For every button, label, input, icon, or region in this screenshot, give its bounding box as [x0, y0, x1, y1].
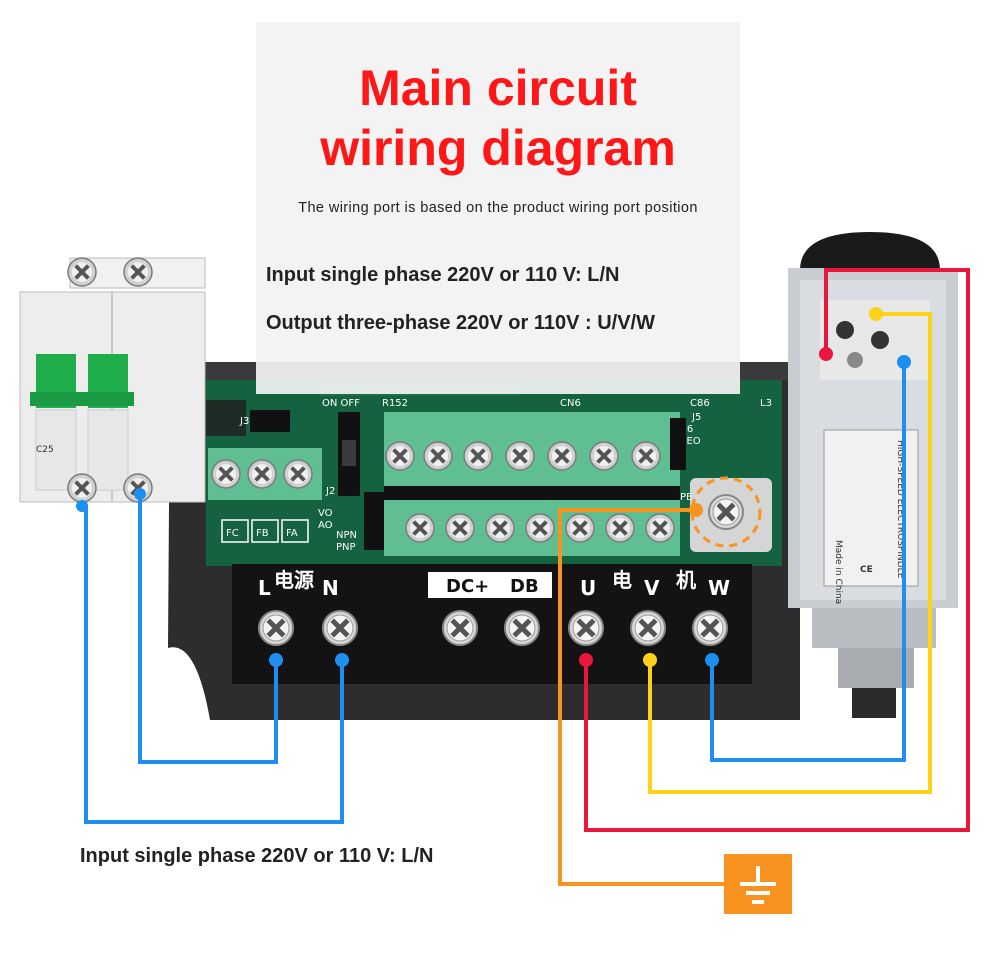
wire-input-n: [84, 506, 344, 824]
ground-icon: [724, 854, 792, 914]
terminal-u-label: U: [580, 576, 596, 600]
terminal-dcplus-label: DC+: [446, 576, 489, 597]
page-title-line-1: Main circuit: [359, 60, 637, 116]
page-title-line-2: wiring diagram: [320, 120, 676, 176]
wires: [84, 268, 970, 886]
pcb-label-pnp: PNP: [336, 542, 356, 553]
pcb-label-j2: J2: [325, 486, 335, 497]
pcb-label-fa: FA: [286, 528, 298, 539]
pe-label: PE: [680, 492, 692, 503]
terminal-w-label: W: [708, 576, 730, 600]
terminal-n-label: N: [322, 576, 339, 600]
pcb-label-j5: J5: [691, 412, 701, 423]
pe-terminal: PE: [680, 476, 772, 552]
circuit-breaker: C25: [19, 257, 206, 503]
pcb-label-l3: L3: [760, 398, 772, 409]
wire-u: [584, 268, 970, 832]
wire-pe: [558, 508, 724, 886]
pcb-label-vo: VO: [318, 508, 333, 519]
input-spec: Input single phase 220V or 110 V: L/N: [266, 264, 620, 286]
terminal-power-label: 电源: [274, 568, 314, 592]
terminal-motor-label-1: 电: [612, 568, 632, 592]
terminal-db-label: DB: [510, 576, 539, 597]
nameplate-ce-mark: CE: [860, 565, 873, 575]
terminal-motor-label-2: 机: [676, 568, 696, 592]
pcb-label-onoff: ON OFF: [322, 398, 360, 409]
pcb-label-fb: FB: [256, 528, 269, 539]
wire-endpoints: [76, 307, 911, 667]
output-spec: Output three-phase 220V or 110V : U/V/W: [266, 312, 655, 334]
wire-input-l: [138, 494, 278, 764]
vfd-inverter: FC FB FA J3 ON OFF R152 J2 VO AO NPN PNP…: [168, 362, 800, 720]
wire-w: [710, 362, 906, 762]
nameplate-made-in: Made in China: [833, 540, 843, 604]
pcb-label-npn: NPN: [336, 530, 357, 541]
relay-labels: FC FB FA: [221, 519, 309, 543]
pcb-label-cn6: CN6: [560, 398, 581, 409]
title-panel: Main circuit wiring diagram The wiring p…: [256, 22, 740, 394]
nameplate-title: HIGH-SPEED ELECTROSPINDLE: [895, 440, 905, 579]
page-subtitle: The wiring port is based on the product …: [298, 200, 698, 216]
pcb-label-fc: FC: [226, 528, 239, 539]
terminal-v-label: V: [644, 576, 660, 600]
pcb-label-c86: C86: [690, 398, 710, 409]
bottom-caption: Input single phase 220V or 110 V: L/N: [80, 845, 434, 867]
pcb-label-ao: AO: [318, 520, 333, 531]
pcb-label-r152: R152: [382, 398, 408, 409]
wire-v: [648, 312, 932, 794]
terminal-l-label: L: [258, 576, 271, 600]
breaker-rating: C25: [36, 445, 54, 455]
pcb-label-x6: X6: [680, 424, 693, 435]
pcb-label-j3: J3: [239, 416, 249, 427]
spindle-motor: HIGH-SPEED ELECTROSPINDLE Made in China …: [788, 232, 958, 718]
